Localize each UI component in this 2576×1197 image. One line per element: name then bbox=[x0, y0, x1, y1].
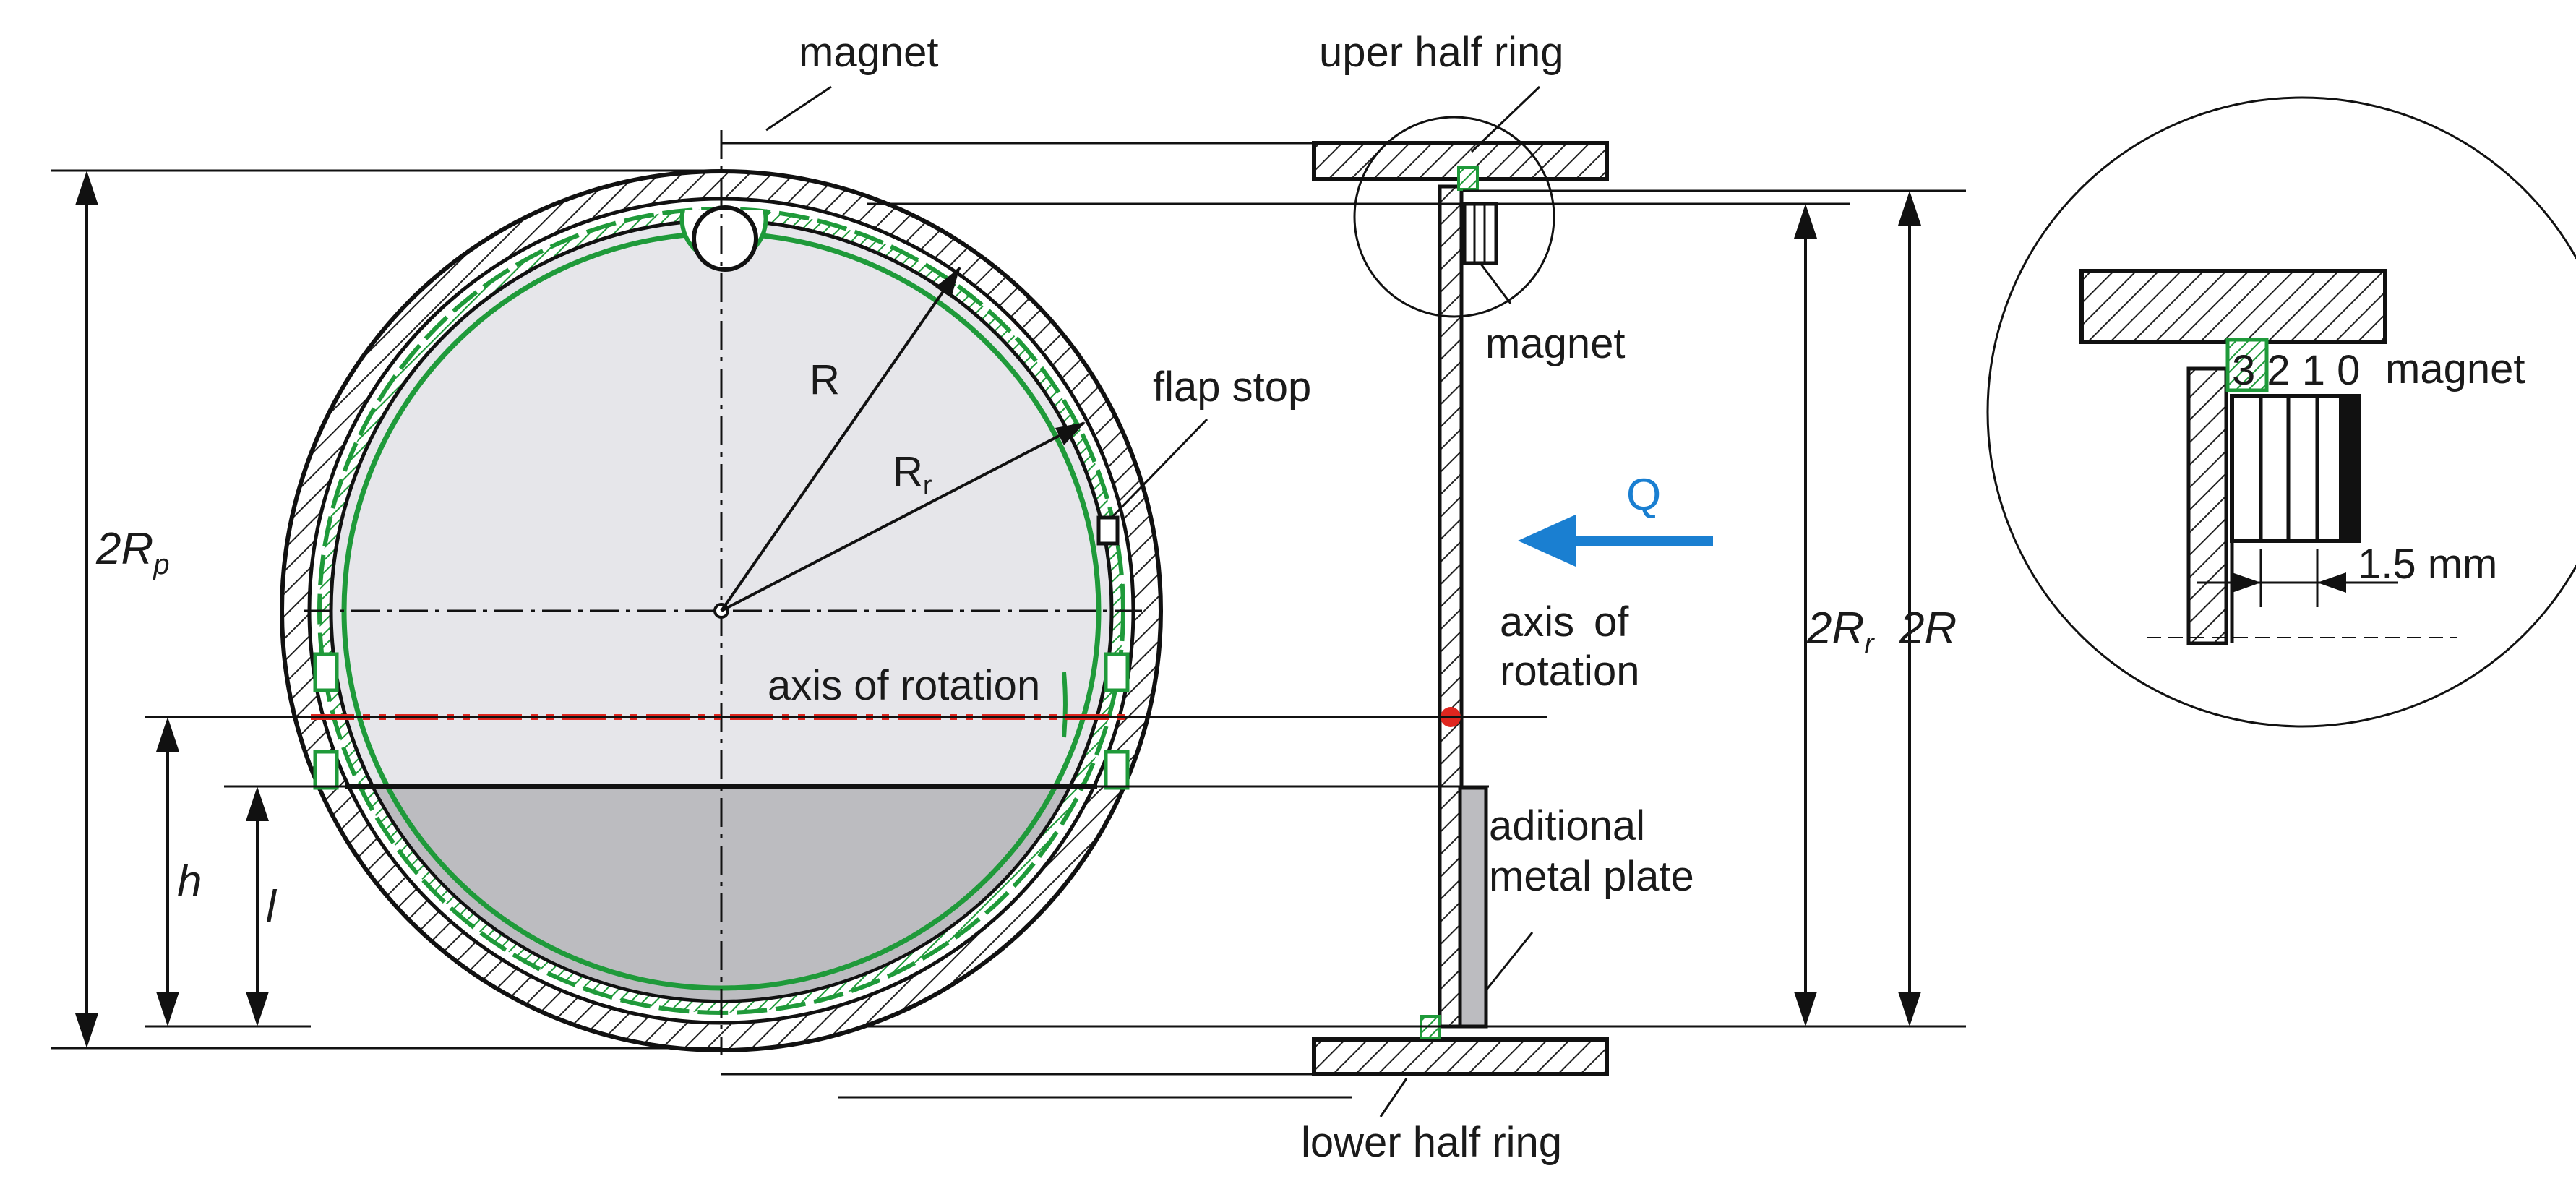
flap-stop bbox=[1096, 515, 1120, 546]
label-flow-q: Q bbox=[1626, 470, 1661, 520]
label-axis-side-3: rotation bbox=[1500, 648, 1639, 695]
additional-metal-plate bbox=[1458, 786, 1488, 1029]
label-axis-side-1: axis bbox=[1500, 598, 1574, 645]
detail-ring-section bbox=[2079, 269, 2387, 344]
label-magnet-top: magnet bbox=[799, 29, 938, 76]
extension-lines bbox=[51, 142, 1966, 1099]
detail-green-seal bbox=[2225, 338, 2269, 392]
label-axis-main: axis of rotation bbox=[768, 662, 1040, 709]
dimension-arrows bbox=[75, 171, 1921, 1048]
radius-rr-arrow bbox=[721, 421, 1085, 612]
label-upper-half-ring: uper half ring bbox=[1319, 29, 1564, 76]
dim-2rr: 2Rr bbox=[1806, 604, 1875, 660]
pipe-section-view bbox=[280, 130, 1208, 1055]
dim-radius-rr: Rr bbox=[893, 448, 932, 501]
dim-l: l bbox=[266, 882, 278, 932]
radius-r-arrow bbox=[720, 266, 961, 612]
label-detail-gap: 1.5 mm bbox=[2358, 541, 2497, 588]
lower-half-ring bbox=[1312, 1037, 1609, 1076]
dim-radius-r: R bbox=[810, 356, 840, 403]
detail-callout-circle bbox=[1353, 116, 1555, 318]
side-view bbox=[1312, 116, 1713, 1076]
dim-2rp: 2Rp bbox=[95, 524, 170, 580]
label-plate-1: aditional bbox=[1489, 802, 1645, 849]
side-magnet bbox=[1462, 202, 1498, 265]
detail-flap-plate bbox=[2186, 366, 2228, 645]
label-lower-half-ring: lower half ring bbox=[1301, 1119, 1562, 1166]
flap-seal-outline bbox=[1062, 672, 1068, 738]
label-magnet-side: magnet bbox=[1485, 320, 1625, 367]
dim-2r: 2R bbox=[1899, 604, 1957, 653]
labels: magnet uper half ring magnet flap stop a… bbox=[95, 29, 2525, 1166]
label-axis-side-2: of bbox=[1594, 598, 1629, 645]
leader-lines bbox=[765, 85, 1541, 1117]
label-detail-positions: 3 2 1 0 bbox=[2232, 347, 2360, 394]
magnet-circle bbox=[692, 205, 758, 272]
flap-plate bbox=[1438, 184, 1464, 1029]
label-flap-stop: flap stop bbox=[1153, 364, 1311, 411]
label-plate-2: metal plate bbox=[1489, 853, 1694, 900]
label-detail-magnet: magnet bbox=[2385, 346, 2525, 392]
detail-view bbox=[1986, 96, 2576, 728]
dim-h: h bbox=[177, 857, 202, 906]
